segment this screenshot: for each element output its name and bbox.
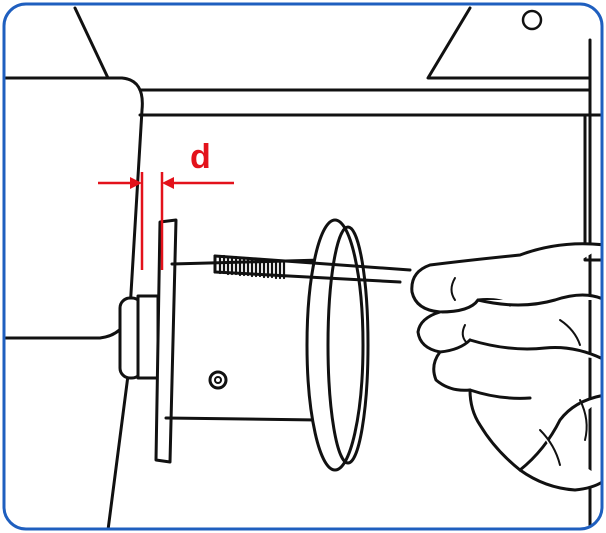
coil-spring-icon [218,254,286,280]
spindle-hub [118,294,160,380]
arrow-right-icon [130,177,142,189]
top-bracket-right [426,6,592,527]
spool-cylinder [164,258,324,422]
machine-body-lower-edge [106,358,132,529]
dimension-label-d: d [190,138,211,176]
arrow-left-icon [162,177,174,189]
top-bracket-left [6,6,110,80]
mounting-hole [521,9,543,31]
housing-panel [138,88,602,262]
machine-body [4,76,144,340]
rear-flange [154,218,178,464]
dimension-marker [98,172,234,270]
front-flange [305,218,370,472]
hand-icon [410,242,602,492]
